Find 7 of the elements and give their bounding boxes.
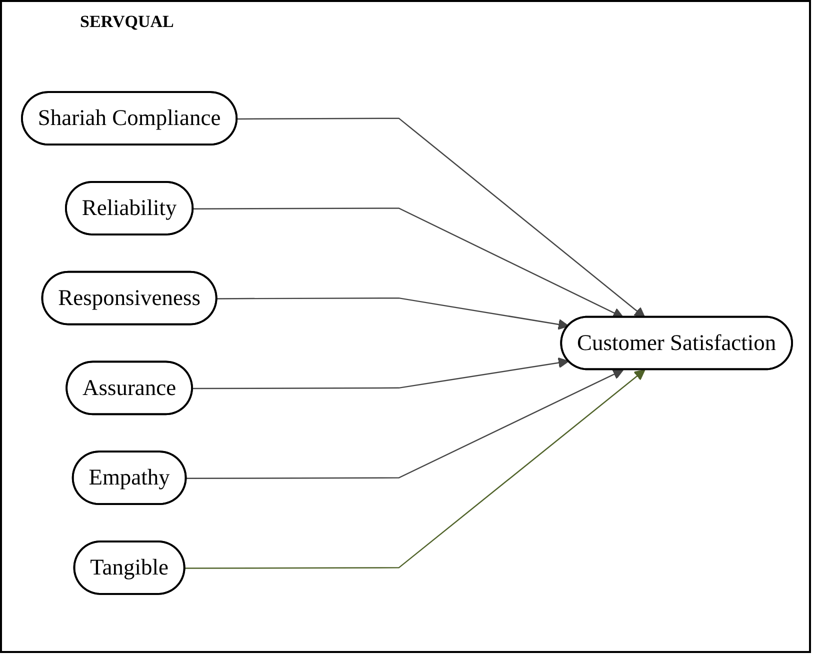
arrow <box>186 369 624 480</box>
arrow <box>193 208 624 318</box>
arrow <box>237 118 646 318</box>
diagram-title: SERVQUAL <box>80 12 174 32</box>
arrow <box>184 369 646 569</box>
arrow <box>192 357 570 390</box>
arrow <box>216 297 570 330</box>
